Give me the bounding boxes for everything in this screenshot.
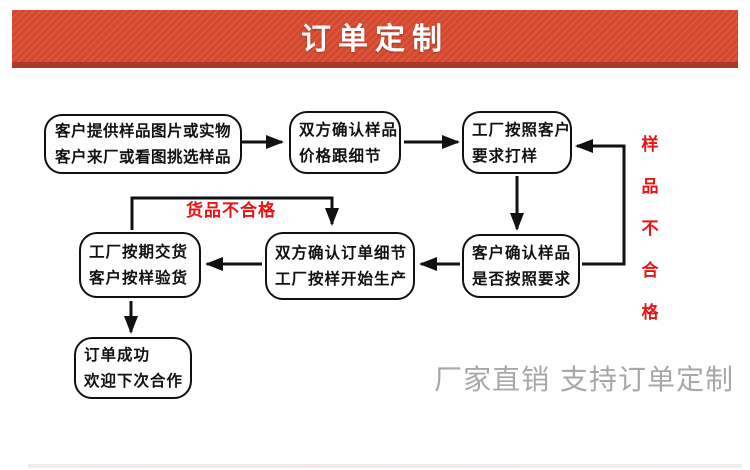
flow-box-order-success: 订单成功 欢迎下次合作 <box>74 337 192 399</box>
flow-box-line: 双方确认样品 <box>299 120 399 139</box>
page-title: 订单定制 <box>301 22 449 57</box>
flow-box-delivery-inspection: 工厂按期交货 客户按样验货 <box>79 232 201 298</box>
sample-fail-label: 样品不合格 <box>641 135 659 323</box>
flow-box-line: 订单成功 <box>84 346 151 364</box>
flow-box-line: 是否按照要求 <box>472 270 572 288</box>
factory-direct-tagline: 厂家直销 支持订单定制 <box>434 363 734 396</box>
flow-box-provide-sample: 客户提供样品图片或实物 客户来厂或看图挑选样品 <box>44 114 242 174</box>
flow-box-factory-proofing: 工厂按照客户 要求打样 <box>462 111 572 174</box>
flow-box-confirm-order-produce: 双方确认订单细节 工厂按样开始生产 <box>265 232 415 300</box>
flow-box-line: 工厂按照客户 <box>472 120 572 139</box>
flow-box-customer-confirm: 客户确认样品 是否按照要求 <box>462 234 580 298</box>
flow-box-line: 工厂按样开始生产 <box>275 270 408 288</box>
goods-fail-label: 货品不合格 <box>186 201 276 221</box>
flow-box-line: 欢迎下次合作 <box>84 372 184 390</box>
flow-box-confirm-sample-price: 双方确认样品 价格跟细节 <box>289 111 401 174</box>
flow-box-line: 价格跟细节 <box>299 146 382 165</box>
bottom-torn-edge <box>28 464 742 468</box>
flow-box-line: 要求打样 <box>472 146 539 165</box>
flow-box-line: 双方确认订单细节 <box>275 244 408 262</box>
flow-box-line: 客户按样验货 <box>89 269 189 287</box>
flow-box-line: 客户提供样品图片或实物 <box>54 122 231 140</box>
title-banner: 订单定制 <box>12 10 738 68</box>
flow-box-line: 客户确认样品 <box>472 244 572 262</box>
flow-box-line: 工厂按期交货 <box>89 243 189 261</box>
flow-box-line: 客户来厂或看图挑选样品 <box>54 148 231 166</box>
